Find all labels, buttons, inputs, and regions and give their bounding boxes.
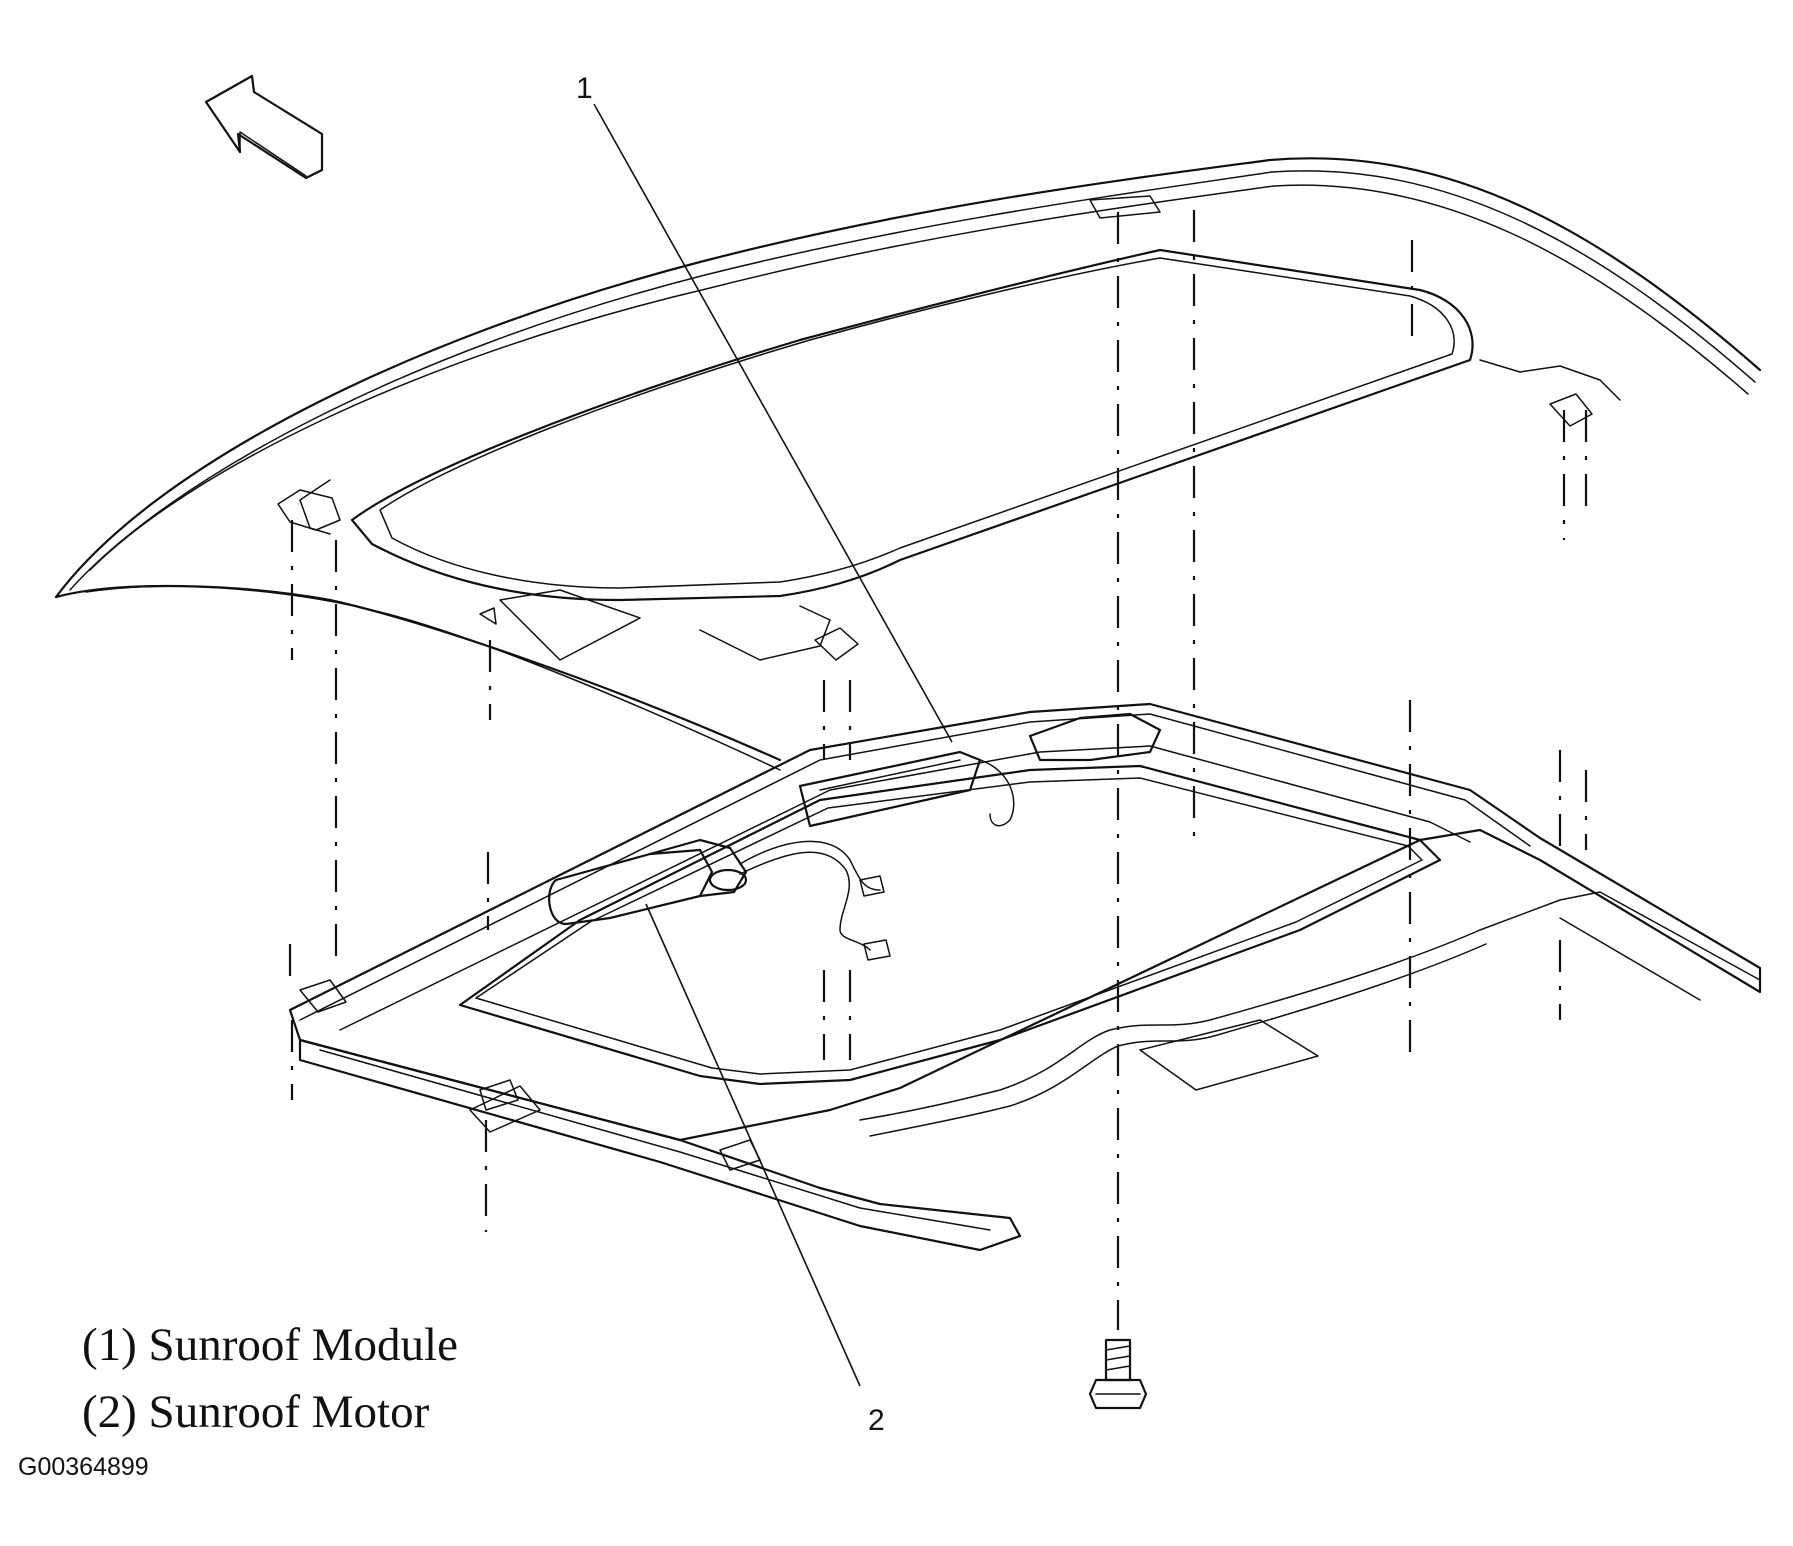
sunroof-module (798, 712, 1162, 828)
leader-line-1 (593, 103, 953, 743)
front-direction-arrow-icon (204, 74, 324, 180)
figure-id: G00364899 (18, 1453, 149, 1481)
callout-1: 1 (576, 72, 593, 105)
leader-line-2 (645, 903, 861, 1387)
roof-panel (54, 157, 1762, 771)
alignment-lines (288, 210, 1588, 1330)
legend-item-sunroof-motor: (2) Sunroof Motor (82, 1386, 430, 1438)
sunroof-motor (548, 838, 891, 961)
legend-item-sunroof-module: (1) Sunroof Module (82, 1319, 458, 1371)
bolt-icon (1088, 1338, 1148, 1410)
callout-2: 2 (868, 1404, 885, 1437)
roof-opening (277, 195, 1621, 661)
sunroof-module-frame (288, 702, 1762, 1252)
